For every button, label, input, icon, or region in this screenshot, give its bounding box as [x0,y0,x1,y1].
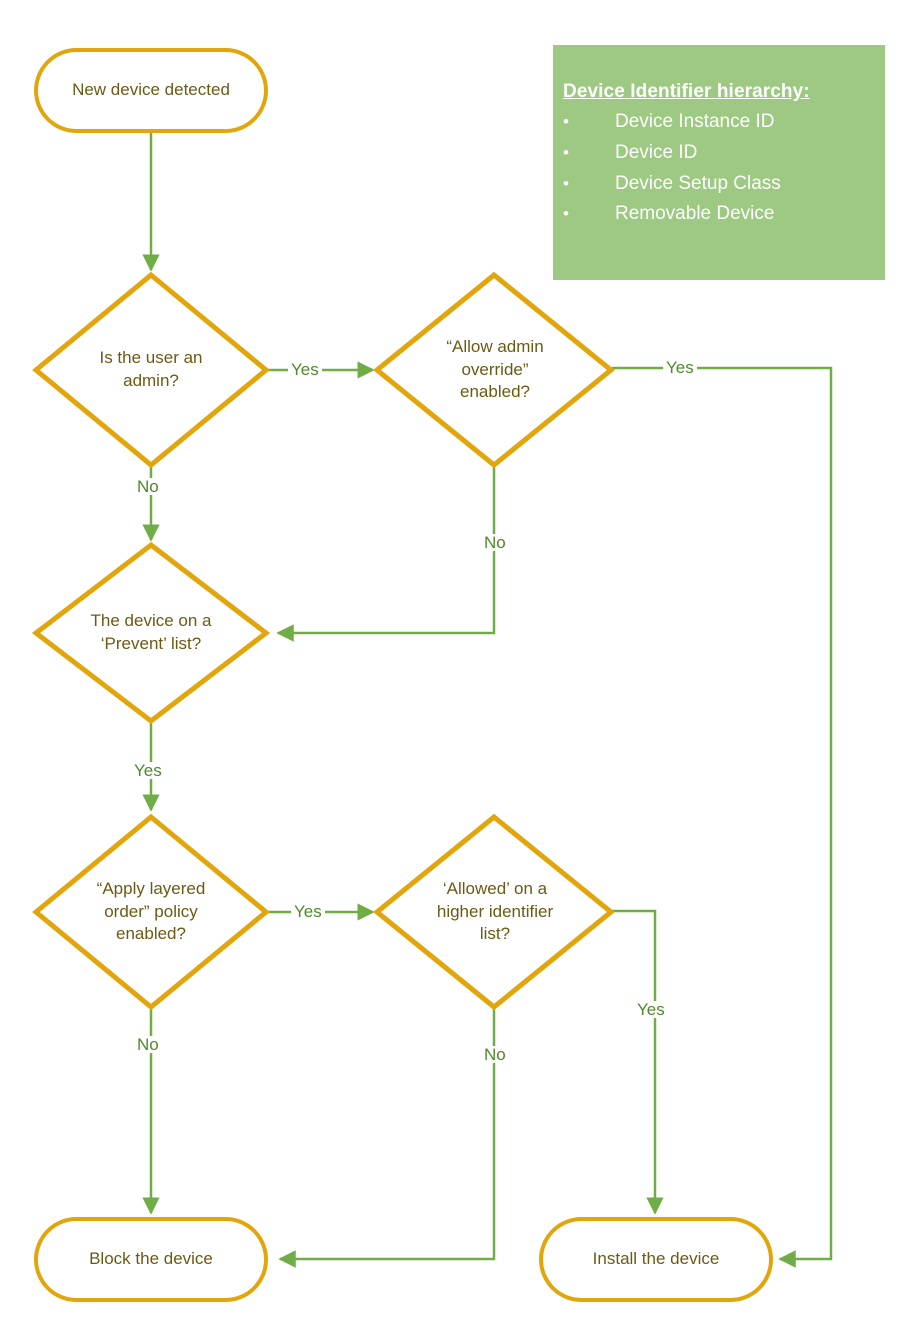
decision-is-user-admin[interactable] [32,271,270,469]
bullet-icon [563,199,615,230]
legend-item: Removable Device [553,199,885,230]
bullet-icon [563,107,615,138]
edge-label-d5-no: No [481,1046,509,1063]
decision-label-device-on-prevent-list[interactable]: The device on a ‘Prevent’ list? [51,593,251,673]
edge-d5-yes-install [612,909,664,1215]
edge-label-d4-no: No [134,1036,162,1053]
node-label: ‘Allowed’ on a higher identifier list? [436,878,554,944]
decision-label-allowed-higher-identifier[interactable]: ‘Allowed’ on a higher identifier list? [398,860,592,964]
decision-label-is-user-admin[interactable]: Is the user an admin? [56,330,246,410]
edge-label-d2-no: No [481,534,509,551]
legend-item-label: Device Setup Class [615,172,781,194]
bullet-icon [563,169,615,200]
decision-label-allow-admin-override[interactable]: “Allow admin override” enabled? [400,318,590,422]
legend-title: Device Identifier hierarchy: [563,81,810,102]
decision-allowed-higher-identifier[interactable] [373,813,615,1011]
node-label: Is the user an admin? [99,348,203,390]
legend-device-identifier-hierarchy: Device Identifier hierarchy: Device Inst… [553,45,885,280]
edge-label-d1-yes: Yes [288,361,322,378]
terminator-new-device-detected[interactable]: New device detected [34,48,268,133]
legend-item: Device Setup Class [553,169,885,200]
edge-label-d2-yes: Yes [663,359,697,376]
legend-item: Device Instance ID [553,107,885,138]
decision-allow-admin-override[interactable] [373,271,615,469]
legend-item-label: Device ID [615,141,698,163]
node-label: Install the device [592,1249,720,1269]
decision-apply-layered-order[interactable] [32,813,270,1011]
edge-label-d5-yes: Yes [634,1001,668,1018]
edge-d5-no-block [278,1003,496,1268]
edge-label-d3-yes: Yes [131,762,165,779]
node-label: Block the device [89,1249,213,1269]
decision-device-on-prevent-list[interactable] [31,541,271,725]
node-label: The device on a ‘Prevent’ list? [90,611,212,653]
edge-label-d4-yes: Yes [291,903,325,920]
node-label: “Apply layered order” policy enabled? [96,878,206,944]
node-label: “Allow admin override” enabled? [446,336,544,402]
edge-label-d1-no: No [134,478,162,495]
legend-item-label: Removable Device [615,203,775,225]
legend-item-label: Device Instance ID [615,111,775,132]
legend-list: Device Instance ID Device ID Device Setu… [553,107,885,230]
decision-label-apply-layered-order[interactable]: “Apply layered order” policy enabled? [56,860,246,964]
node-label: New device detected [72,80,230,100]
legend-item: Device ID [553,138,885,169]
bullet-icon [563,138,615,169]
edge-d2-no-d3 [276,461,496,642]
edge-d2-yes-install [612,366,833,1268]
terminator-block-the-device[interactable]: Block the device [34,1217,268,1302]
terminator-install-the-device[interactable]: Install the device [539,1217,773,1302]
